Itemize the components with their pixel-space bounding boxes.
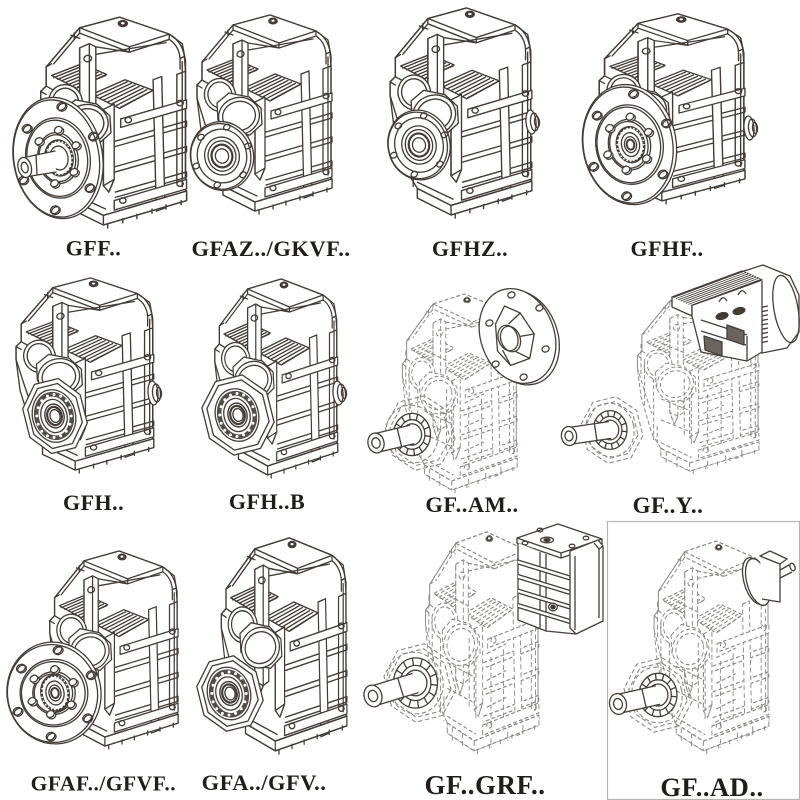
svg-text:GFAZ../GKVF..: GFAZ../GKVF.. <box>191 236 350 261</box>
svg-text:GF..GRF..: GF..GRF.. <box>424 770 545 800</box>
svg-text:GF..AM..: GF..AM.. <box>425 492 518 517</box>
svg-text:GF..Y..: GF..Y.. <box>633 493 704 518</box>
svg-text:GFA../GFV..: GFA../GFV.. <box>202 770 327 795</box>
svg-text:GFF..: GFF.. <box>66 236 121 261</box>
svg-text:GFAF../GFVF..: GFAF../GFVF.. <box>31 772 176 796</box>
svg-text:GFHZ..: GFHZ.. <box>432 236 508 261</box>
svg-text:GF..AD..: GF..AD.. <box>660 772 763 800</box>
svg-text:GFHF..: GFHF.. <box>630 236 703 261</box>
svg-text:GFH..: GFH.. <box>63 490 124 515</box>
svg-text:GFH..B: GFH..B <box>229 489 305 514</box>
